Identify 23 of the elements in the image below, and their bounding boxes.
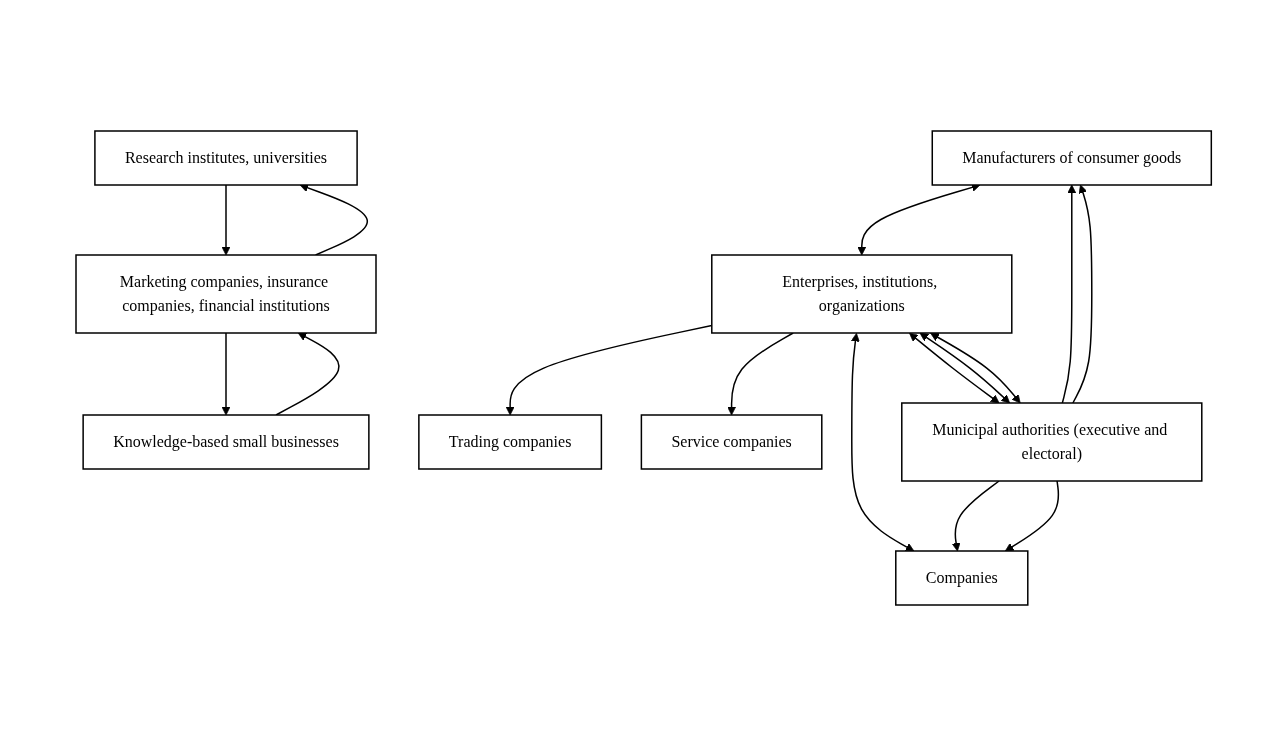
node-box: Companies (895, 549, 1029, 606)
arrow (221, 183, 231, 255)
arrow (1005, 479, 1060, 551)
node-box: Marketing companies, insurance companies, financial institutions (75, 253, 378, 334)
arrow (930, 332, 1021, 403)
arrow (275, 332, 340, 416)
arrow (920, 332, 1011, 403)
arrow (300, 183, 369, 256)
node-box: Service companies (641, 413, 823, 470)
arrow (506, 324, 713, 415)
arrow (1061, 184, 1077, 404)
arrow (851, 332, 915, 551)
node-box: Research institutes, universities (94, 129, 359, 186)
arrow (221, 331, 231, 415)
node-box: Knowledge-based small businesses (82, 413, 370, 470)
node-box: Trading companies (418, 413, 603, 470)
node-box: Manufacturers of consumer goods (931, 129, 1213, 186)
arrow (909, 332, 1000, 403)
arrow (727, 331, 795, 415)
arrow (952, 479, 1001, 551)
node-box: Enterprises, institutions, organizations (711, 253, 1013, 334)
arrow (1072, 184, 1093, 404)
node-box: Municipal authorities (executive and electoral) (901, 401, 1203, 482)
